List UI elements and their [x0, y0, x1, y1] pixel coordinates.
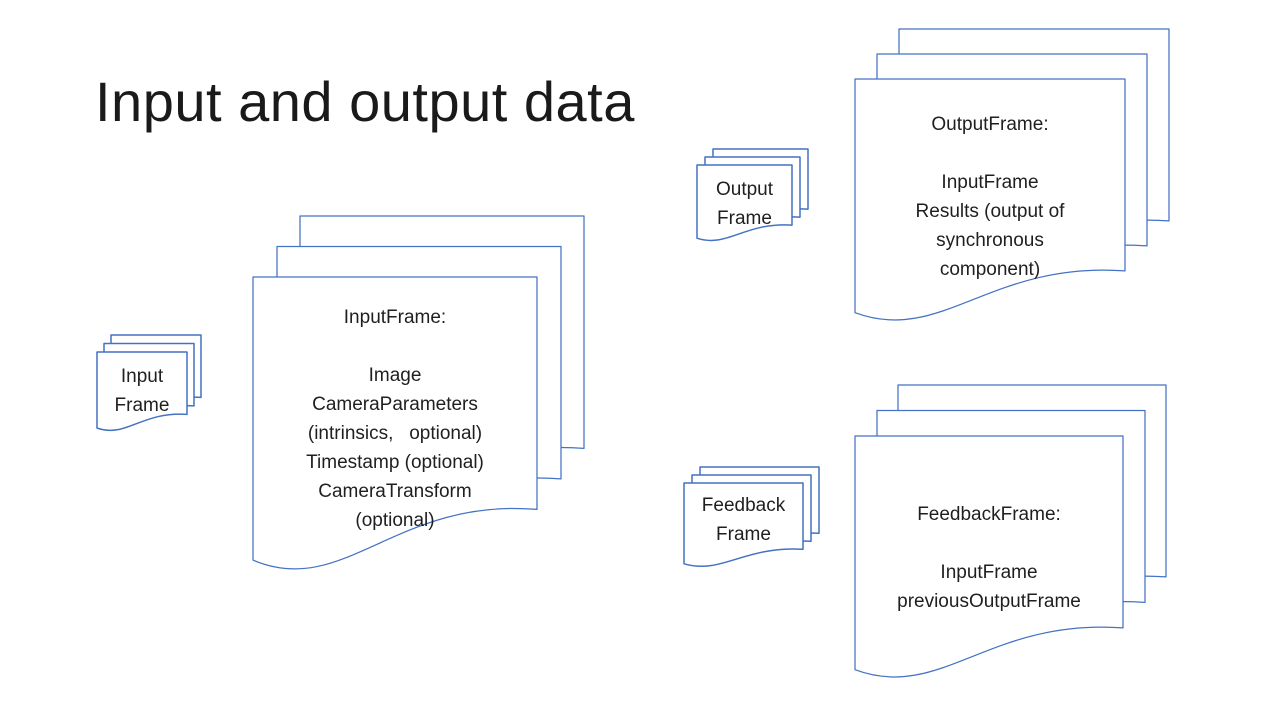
document-sheet-front: [683, 482, 804, 568]
document-sheet-front: [854, 435, 1124, 678]
document-sheet-front: [696, 164, 793, 242]
input-frame-label: Input Frame: [114, 366, 170, 416]
document-sheet-front: [854, 78, 1126, 321]
output-frame-stack: Output Frame: [696, 148, 809, 242]
document-stack-icon: [854, 28, 1170, 321]
document-stack-icon: [252, 215, 585, 570]
document-stack-icon: [854, 384, 1167, 678]
document-sheet-front: [252, 276, 538, 570]
feedback-frame-stack: Feedback Frame: [683, 466, 820, 568]
output-frame-label: Output Frame: [715, 179, 774, 229]
input-frame-detail-label: InputFrame: Image CameraParameters (intr…: [306, 307, 484, 531]
feedback-frame-detail-label: FeedbackFrame: InputFrame previousOutput…: [897, 504, 1081, 612]
document-sheet-front: [96, 351, 188, 432]
feedback-frame-detail-stack: FeedbackFrame: InputFrame previousOutput…: [854, 384, 1167, 682]
feedback-frame-label: Feedback Frame: [701, 495, 786, 545]
slide-title: Input and output data: [95, 70, 635, 133]
output-frame-detail-label: OutputFrame: InputFrame Results (output …: [915, 114, 1065, 280]
document-stack-icon: [696, 148, 809, 242]
document-stack-icon: [96, 334, 202, 432]
input-frame-stack: Input Frame: [96, 334, 202, 432]
output-frame-detail-stack: OutputFrame: InputFrame Results (output …: [854, 28, 1170, 325]
input-frame-detail-stack: InputFrame: Image CameraParameters (intr…: [252, 215, 585, 575]
document-stack-icon: [683, 466, 820, 568]
